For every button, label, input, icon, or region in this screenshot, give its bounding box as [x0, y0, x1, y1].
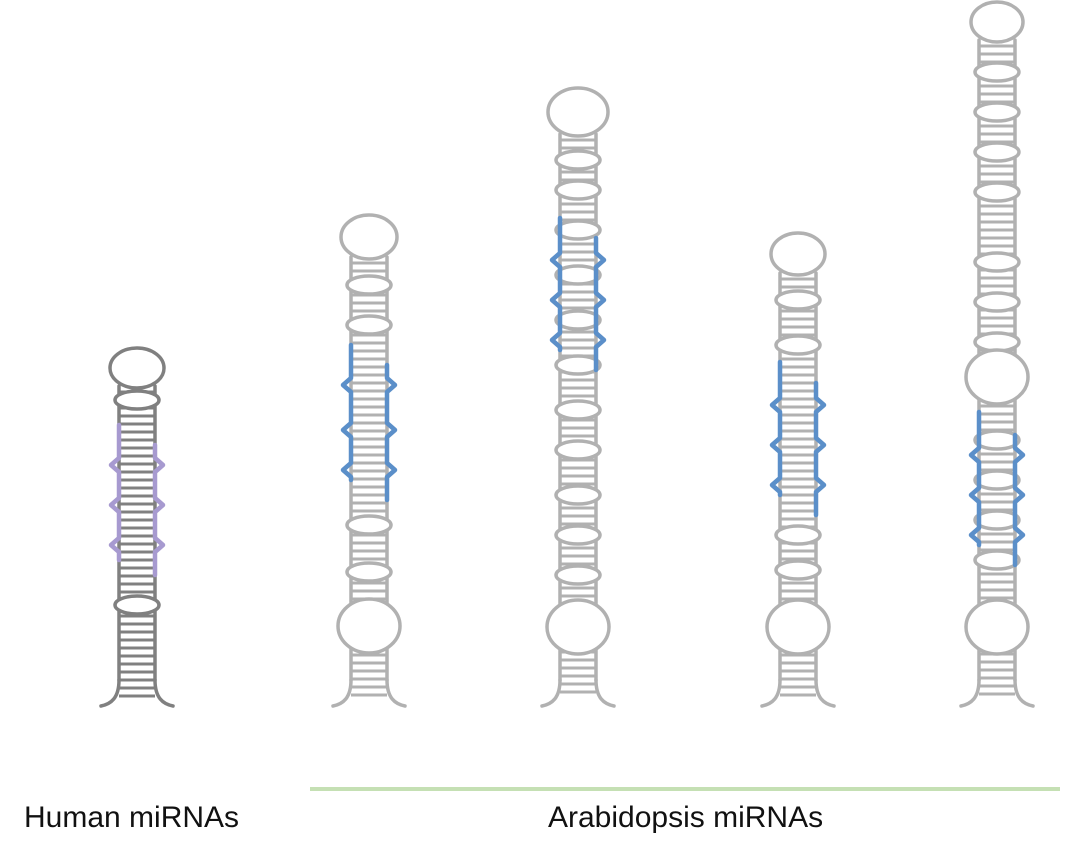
internal-bulge	[973, 181, 1021, 203]
internal-bulge	[973, 61, 1021, 83]
terminal-loop	[769, 231, 827, 277]
internal-bulge	[554, 149, 602, 171]
internal-bulge	[973, 251, 1021, 273]
large-internal-loop	[336, 597, 402, 655]
large-internal-loop	[545, 598, 611, 656]
terminal-loop	[339, 213, 399, 261]
strand-tail-left	[760, 678, 782, 708]
internal-bulge	[554, 484, 602, 506]
internal-bulge	[554, 179, 602, 201]
internal-bulge	[554, 439, 602, 461]
strand-tail-left	[99, 678, 121, 708]
internal-bulge	[345, 514, 393, 536]
mature-mirna-strand-right	[152, 442, 166, 578]
internal-bulge	[774, 524, 822, 546]
large-internal-loop	[964, 348, 1030, 406]
terminal-loop	[969, 0, 1025, 44]
internal-bulge	[554, 564, 602, 586]
mature-mirna-strand-left	[108, 422, 122, 563]
internal-bulge	[554, 354, 602, 376]
internal-bulge	[345, 274, 393, 296]
mature-mirna-strand-right	[1012, 432, 1026, 568]
internal-bulge	[973, 549, 1021, 571]
mature-mirna-strand-right	[384, 362, 398, 503]
mature-mirna-strand-right	[813, 380, 827, 518]
strand-tail-left	[959, 678, 981, 708]
internal-bulge	[554, 264, 602, 286]
mature-mirna-strand-left	[549, 215, 563, 353]
internal-bulge	[345, 314, 393, 336]
terminal-loop	[546, 86, 610, 138]
large-internal-loop	[765, 598, 831, 656]
arabidopsis-mirna-hairpin-1	[331, 213, 407, 708]
internal-bulge	[554, 524, 602, 546]
internal-bulge	[973, 509, 1021, 531]
mature-mirna-strand-right	[593, 235, 607, 373]
internal-bulge	[973, 429, 1021, 451]
internal-bulge	[774, 289, 822, 311]
strand-tail-left	[540, 678, 562, 708]
internal-bulge	[554, 399, 602, 421]
internal-bulge	[774, 559, 822, 581]
internal-bulge	[554, 309, 602, 331]
internal-bulge	[973, 141, 1021, 163]
arabidopsis-mirna-hairpin-3	[760, 231, 836, 708]
human-mirnas-label: Human miRNAs	[24, 801, 240, 834]
internal-bulge	[774, 334, 822, 356]
strand-tail-right	[594, 678, 616, 708]
arabidopsis-mirnas-label: Arabidopsis miRNAs	[548, 801, 824, 834]
internal-bulge	[973, 291, 1021, 313]
internal-bulge	[113, 594, 161, 616]
arabidopsis-group-line	[310, 787, 1060, 791]
mature-mirna-strand-left	[340, 342, 354, 483]
strand-tail-right	[385, 678, 407, 708]
strand-tail-right	[1013, 678, 1035, 708]
internal-bulge	[973, 469, 1021, 491]
strand-tail-right	[814, 678, 836, 708]
large-internal-loop	[964, 598, 1030, 656]
strand-tail-left	[331, 678, 353, 708]
mature-mirna-strand-left	[968, 409, 982, 548]
internal-bulge	[345, 561, 393, 583]
arabidopsis-mirna-hairpin-2	[540, 86, 616, 708]
internal-bulge	[973, 101, 1021, 123]
internal-bulge	[113, 389, 161, 411]
arabidopsis-mirna-hairpin-4	[959, 0, 1035, 708]
human-mirna-hairpin	[99, 346, 175, 708]
mature-mirna-strand-left	[769, 359, 783, 498]
internal-bulge	[554, 219, 602, 241]
strand-tail-right	[153, 678, 175, 708]
terminal-loop	[108, 346, 166, 390]
